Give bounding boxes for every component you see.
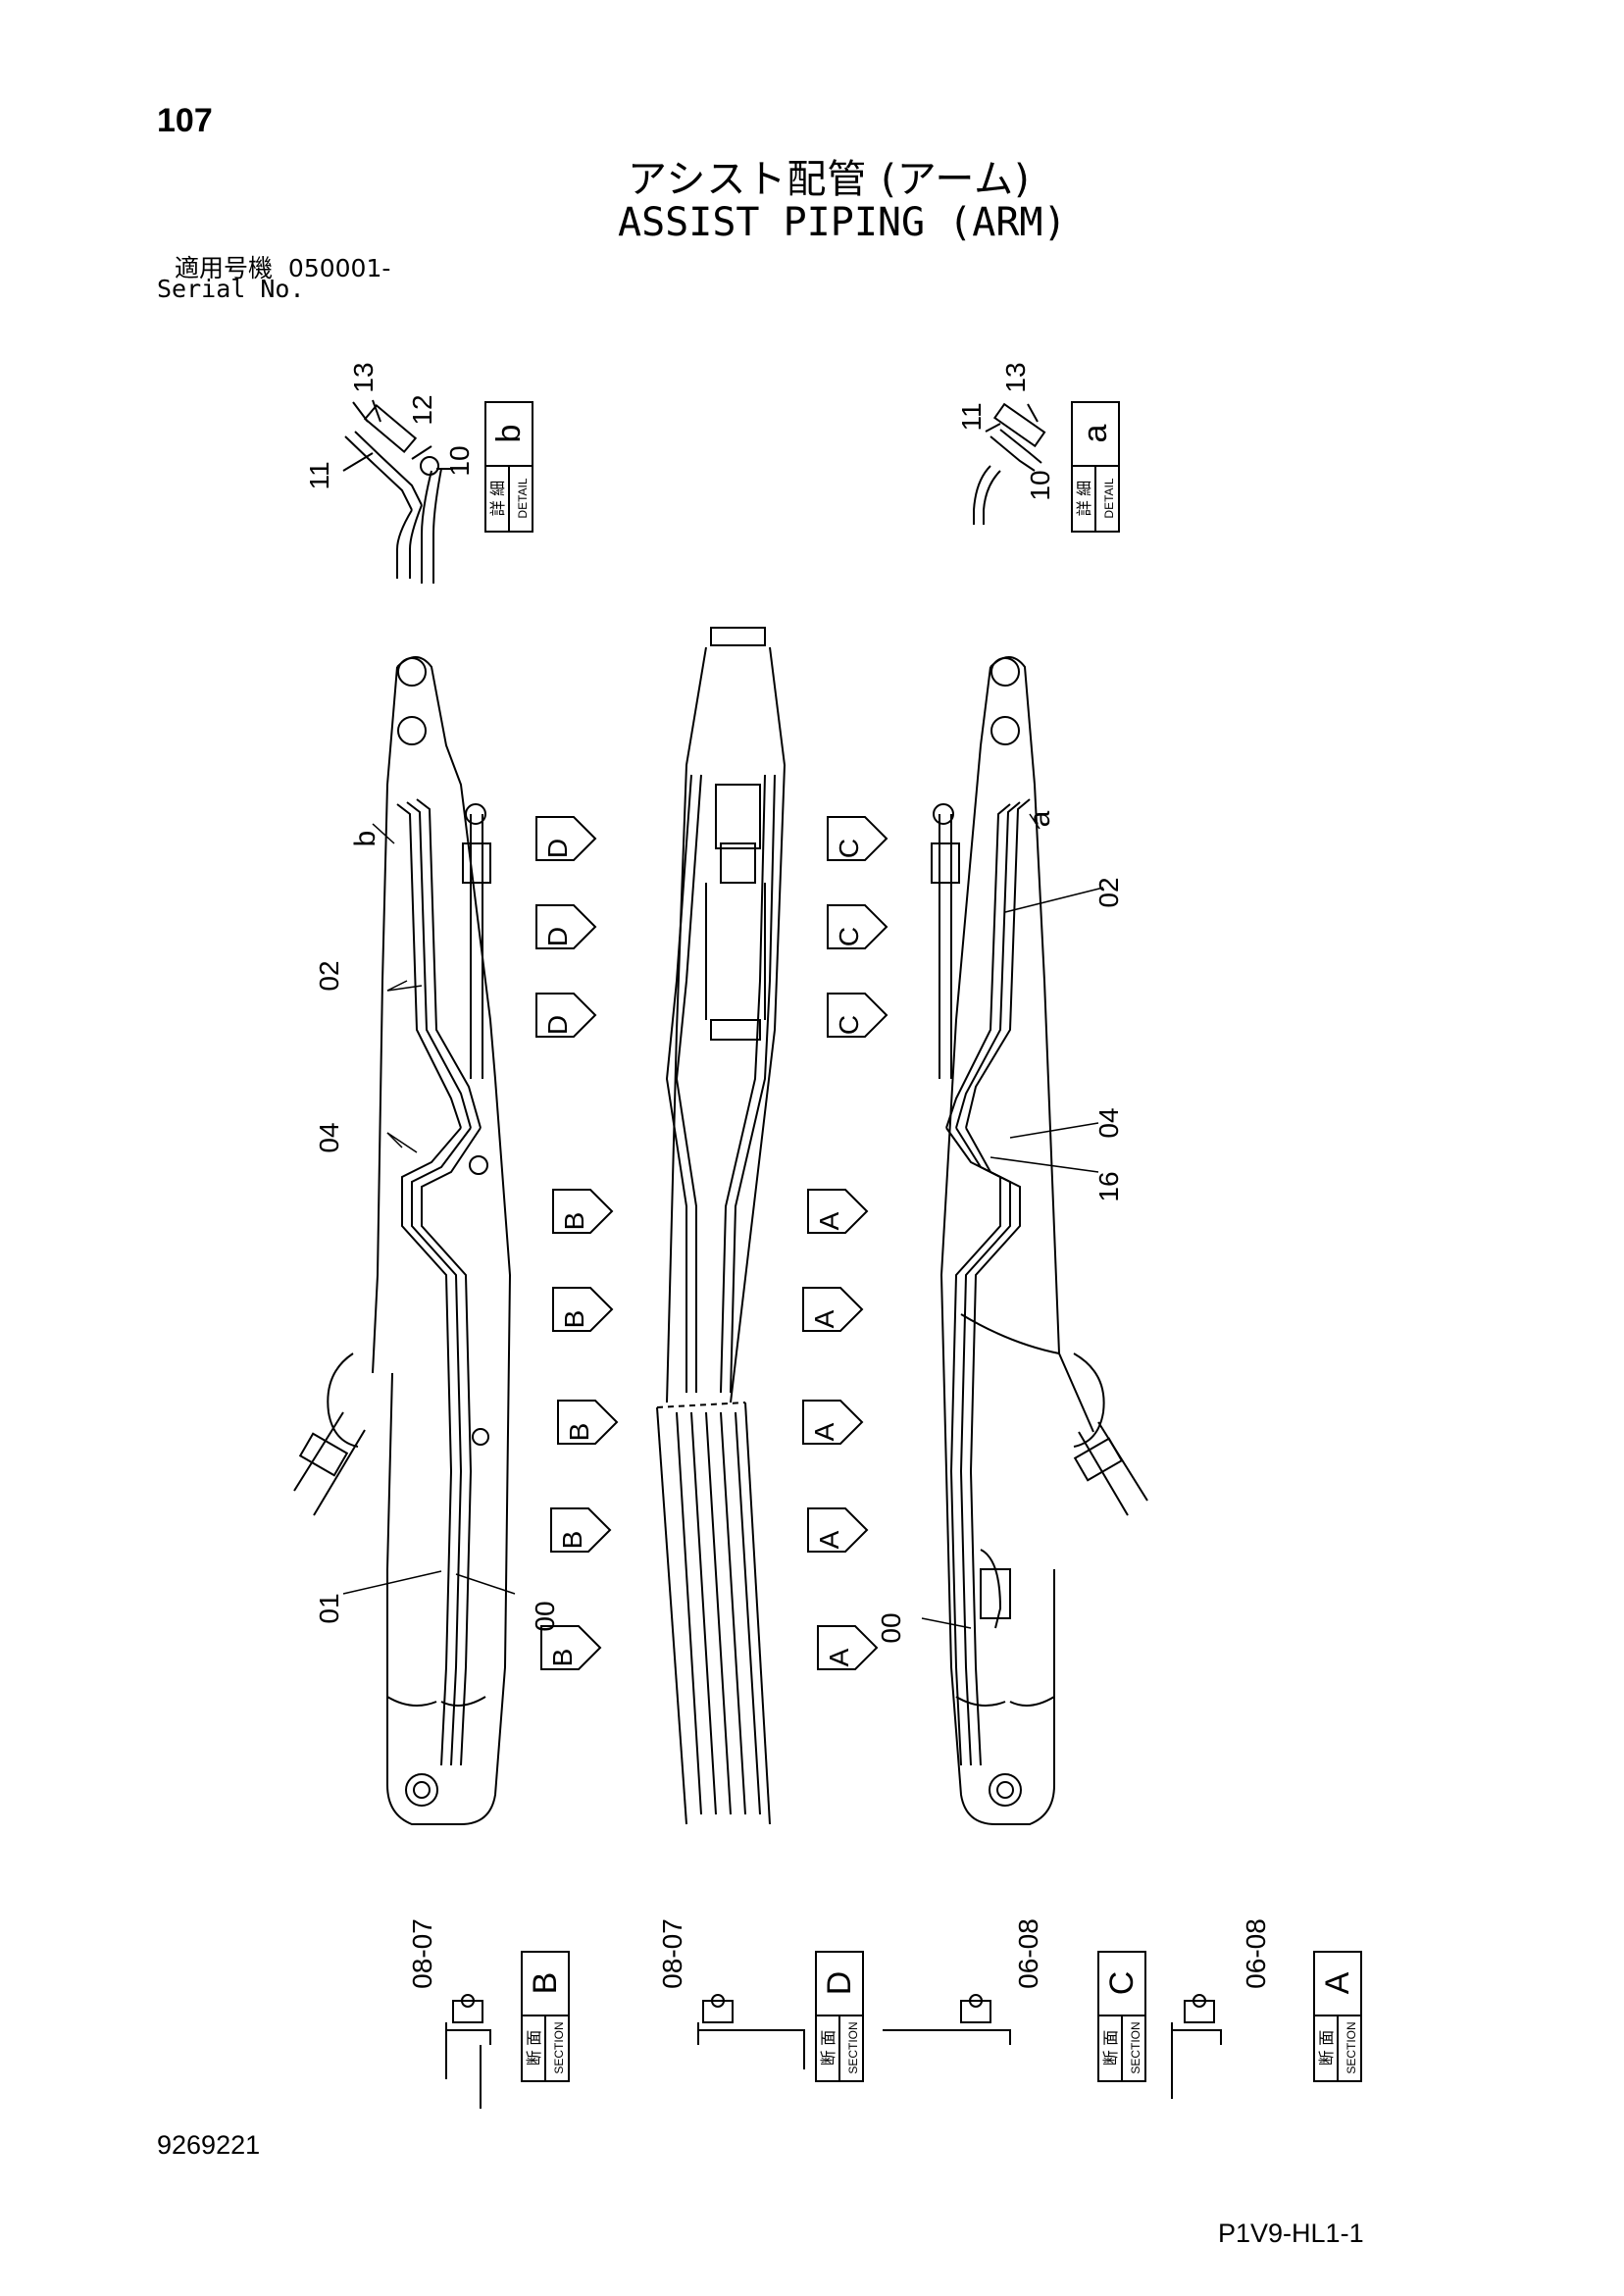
marker-label-c-2: C <box>834 927 864 946</box>
callout-detail-a-11: 11 <box>956 402 987 431</box>
marker-d-2 <box>535 904 597 949</box>
detail-b-letter: b <box>490 425 528 443</box>
marker-label-a-2: A <box>809 1309 839 1328</box>
marker-a-1 <box>807 1189 869 1234</box>
detail-a-jp: 詳 細 <box>1076 481 1093 516</box>
left-arm-outline <box>293 656 512 1825</box>
section-b-parts: 08-07 <box>407 1918 437 1989</box>
callout-detail-b-13: 13 <box>348 362 379 392</box>
section-a-parts: 06-08 <box>1241 1918 1271 1989</box>
marker-label-b-5: B <box>547 1649 578 1667</box>
title-japanese: アシスト配管 (アーム) <box>628 157 1031 202</box>
marker-a-4 <box>807 1507 869 1553</box>
marker-a-3 <box>802 1400 864 1445</box>
marker-c-3 <box>827 993 888 1038</box>
serial-label-jp: 適用号機 <box>175 254 274 282</box>
marker-label-a-4: A <box>814 1530 844 1549</box>
section-box-frames <box>521 1951 1362 2082</box>
marker-b-2 <box>552 1287 614 1332</box>
page-number: 107 <box>157 102 213 139</box>
marker-label-d-2: D <box>542 927 573 946</box>
callout-left-02: 02 <box>314 960 344 991</box>
section-d-en: SECTION <box>846 2021 860 2073</box>
callout-leaders <box>342 813 1104 1629</box>
section-b-en: SECTION <box>552 2021 566 2073</box>
marker-b-5 <box>540 1625 602 1670</box>
marker-d-3 <box>535 993 597 1038</box>
marker-label-b-2: B <box>559 1310 589 1329</box>
section-d-parts: 08-07 <box>657 1918 687 1989</box>
serial-label-japanese: 適用号機 050001- <box>175 249 390 284</box>
section-c-en: SECTION <box>1129 2021 1142 2073</box>
callout-right-02: 02 <box>1093 877 1124 907</box>
callout-right-a: a <box>1024 810 1056 827</box>
detail-b-en: DETAIL <box>516 478 530 518</box>
right-arm-piping <box>931 798 1060 1766</box>
marker-label-c-3: C <box>834 1015 864 1035</box>
section-markers <box>535 816 888 1670</box>
section-a-en: SECTION <box>1345 2021 1358 2073</box>
marker-b-1 <box>552 1189 614 1234</box>
left-arm-piping <box>396 798 491 1766</box>
title-english: ASSIST PIPING (ARM) <box>618 200 1067 245</box>
detail-b-jp: 詳 細 <box>489 481 507 516</box>
right-arm-outline <box>939 656 1148 1825</box>
section-d-letter: D <box>821 1971 858 1996</box>
marker-b-3 <box>557 1400 619 1445</box>
section-d-drawing <box>697 1994 805 2069</box>
section-c-drawing <box>883 1994 1011 2045</box>
callout-left-b: b <box>349 831 381 847</box>
marker-label-a-5: A <box>824 1648 854 1666</box>
detail-b-illustration <box>342 399 453 584</box>
marker-d-1 <box>535 816 597 861</box>
section-b-letter: B <box>527 1972 564 1995</box>
callout-right-16: 16 <box>1093 1171 1124 1201</box>
marker-c-1 <box>827 816 888 861</box>
marker-label-c-1: C <box>834 839 864 858</box>
callout-detail-a-13: 13 <box>1000 362 1031 392</box>
serial-label-english: Serial No. <box>157 275 305 303</box>
section-a-drawing <box>1171 1994 1222 2099</box>
marker-label-a-1: A <box>814 1211 844 1230</box>
callout-detail-a-10: 10 <box>1025 470 1055 500</box>
marker-label-d-3: D <box>542 1015 573 1035</box>
center-arm-outline <box>656 627 787 1825</box>
detail-a-en: DETAIL <box>1102 478 1116 518</box>
callout-left-00: 00 <box>530 1601 560 1631</box>
serial-value: 050001- <box>287 254 391 282</box>
page-code: P1V9-HL1-1 <box>1218 2219 1364 2248</box>
detail-b-box <box>484 401 533 533</box>
detail-a-letter: a <box>1077 424 1114 442</box>
document-number: 9269221 <box>157 2130 261 2160</box>
marker-c-2 <box>827 904 888 949</box>
marker-a-5 <box>817 1625 879 1670</box>
callout-left-04: 04 <box>314 1122 344 1152</box>
section-c-letter: C <box>1103 1971 1141 1996</box>
marker-label-b-3: B <box>564 1423 594 1442</box>
callout-right-04: 04 <box>1093 1107 1124 1138</box>
marker-label-b-1: B <box>559 1212 589 1231</box>
marker-a-2 <box>802 1287 864 1332</box>
section-b-jp: 断 面 <box>526 2030 543 2066</box>
section-d-jp: 断 面 <box>820 2030 837 2066</box>
marker-b-4 <box>550 1507 612 1553</box>
callout-detail-b-10: 10 <box>444 445 475 476</box>
detail-a-box <box>1071 401 1120 533</box>
marker-label-a-3: A <box>809 1422 839 1441</box>
marker-label-d-1: D <box>542 839 573 858</box>
section-c-jp: 断 面 <box>1102 2030 1120 2066</box>
section-b-drawing <box>445 1994 491 2109</box>
marker-label-b-4: B <box>557 1531 587 1550</box>
callout-detail-b-12: 12 <box>407 394 437 425</box>
callout-detail-b-11: 11 <box>304 461 334 489</box>
detail-a-illustration <box>973 402 1046 525</box>
callout-right-00: 00 <box>876 1612 906 1643</box>
center-arm-piping <box>665 774 776 1815</box>
callout-left-01: 01 <box>314 1593 344 1623</box>
section-a-jp: 断 面 <box>1318 2030 1336 2066</box>
section-a-letter: A <box>1319 1971 1356 1994</box>
section-c-parts: 06-08 <box>1013 1918 1043 1989</box>
